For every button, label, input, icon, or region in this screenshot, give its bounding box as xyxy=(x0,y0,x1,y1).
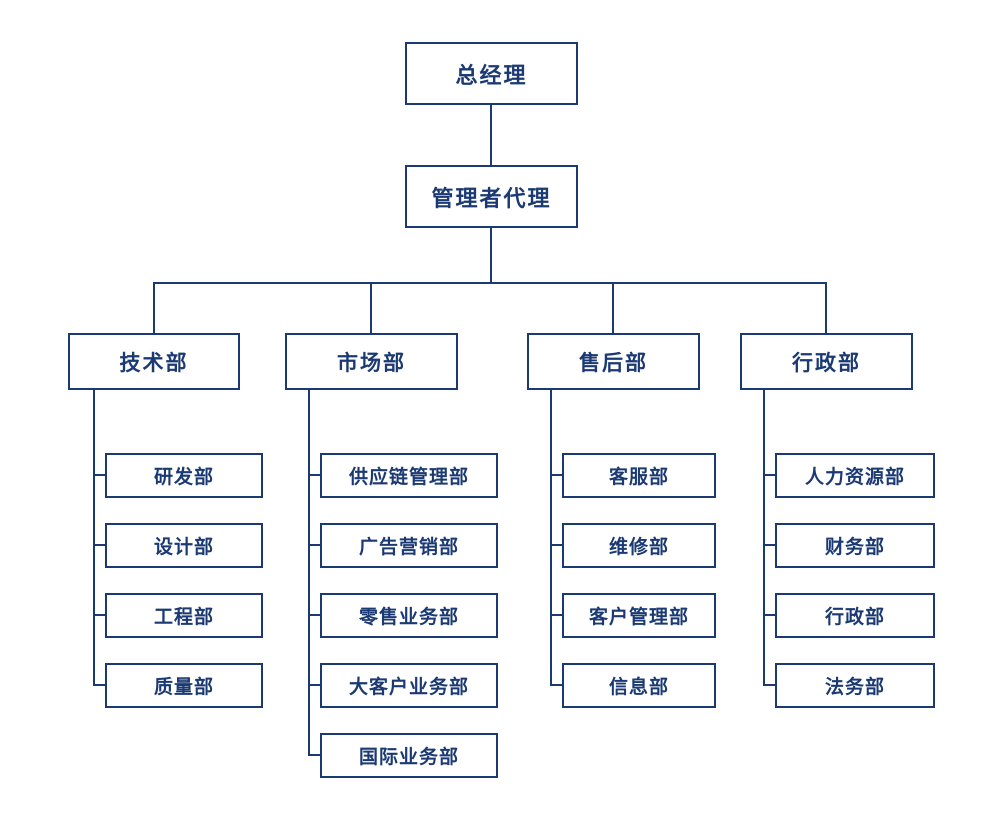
node-sub-dept: 供应链管理部 xyxy=(320,453,498,498)
connector-bus-dept-admin xyxy=(825,283,827,333)
connector-stub xyxy=(763,614,775,616)
node-label: 国际业务部 xyxy=(358,746,459,768)
node-label: 设计部 xyxy=(153,536,214,558)
node-dept-market: 市场部 xyxy=(285,333,458,390)
node-dept-tech: 技术部 xyxy=(68,333,240,390)
node-label: 技术部 xyxy=(119,350,189,375)
connector-stub xyxy=(550,684,562,686)
node-sub-dept: 零售业务部 xyxy=(320,593,498,638)
node-general-manager: 总经理 xyxy=(405,42,578,105)
connector-root-deputy xyxy=(490,105,492,165)
connector-bus-dept-market xyxy=(370,283,372,333)
connector-stub xyxy=(93,474,105,476)
connector-stub xyxy=(93,544,105,546)
node-sub-dept: 法务部 xyxy=(775,663,935,708)
node-sub-dept: 客服部 xyxy=(562,453,716,498)
node-label: 客户管理部 xyxy=(588,606,689,628)
node-sub-dept: 研发部 xyxy=(105,453,263,498)
node-sub-dept: 行政部 xyxy=(775,593,935,638)
connector-stub xyxy=(550,544,562,546)
connector-stub xyxy=(308,684,320,686)
connector-stub xyxy=(93,614,105,616)
connector-stub xyxy=(763,474,775,476)
connector-stub xyxy=(763,684,775,686)
node-label: 行政部 xyxy=(824,606,885,628)
connector-bus-dept-aftersales xyxy=(612,283,614,333)
node-sub-dept: 设计部 xyxy=(105,523,263,568)
connector-spine-tech xyxy=(93,390,95,686)
connector-spine-market xyxy=(308,390,310,756)
node-sub-dept: 工程部 xyxy=(105,593,263,638)
node-label: 人力资源部 xyxy=(804,466,905,488)
connector-stub xyxy=(763,544,775,546)
connector-stub xyxy=(308,474,320,476)
node-label: 售后部 xyxy=(579,350,648,375)
node-dept-admin: 行政部 xyxy=(740,333,913,390)
node-label: 零售业务部 xyxy=(358,606,459,628)
node-label: 客服部 xyxy=(608,466,669,488)
node-label: 广告营销部 xyxy=(358,536,459,558)
node-label: 总经理 xyxy=(455,63,528,89)
connector-stub xyxy=(93,684,105,686)
node-sub-dept: 财务部 xyxy=(775,523,935,568)
node-label: 质量部 xyxy=(153,676,214,698)
node-sub-dept: 维修部 xyxy=(562,523,716,568)
node-label: 信息部 xyxy=(608,676,669,698)
node-label: 法务部 xyxy=(824,676,885,698)
connector-deputy-bus xyxy=(490,228,492,283)
node-sub-dept: 广告营销部 xyxy=(320,523,498,568)
node-label: 维修部 xyxy=(608,536,669,558)
node-sub-dept: 客户管理部 xyxy=(562,593,716,638)
node-sub-dept: 大客户业务部 xyxy=(320,663,498,708)
node-label: 行政部 xyxy=(792,350,861,375)
node-label: 研发部 xyxy=(153,466,214,488)
node-sub-dept: 信息部 xyxy=(562,663,716,708)
node-label: 工程部 xyxy=(153,606,214,628)
node-management-representative: 管理者代理 xyxy=(405,165,578,228)
node-label: 供应链管理部 xyxy=(348,466,469,488)
node-label: 管理者代理 xyxy=(431,186,552,212)
node-dept-aftersales: 售后部 xyxy=(527,333,700,390)
node-label: 市场部 xyxy=(337,350,406,375)
connector-spine-aftersales xyxy=(550,390,552,686)
connector-bus xyxy=(153,282,827,284)
node-label: 大客户业务部 xyxy=(348,676,469,698)
node-sub-dept: 质量部 xyxy=(105,663,263,708)
connector-bus-dept-tech xyxy=(153,283,155,333)
connector-spine-admin xyxy=(763,390,765,686)
connector-stub xyxy=(550,474,562,476)
node-sub-dept: 人力资源部 xyxy=(775,453,935,498)
connector-stub xyxy=(308,614,320,616)
connector-stub xyxy=(550,614,562,616)
connector-stub xyxy=(308,754,320,756)
node-label: 财务部 xyxy=(824,536,885,558)
connector-stub xyxy=(308,544,320,546)
node-sub-dept: 国际业务部 xyxy=(320,733,498,778)
